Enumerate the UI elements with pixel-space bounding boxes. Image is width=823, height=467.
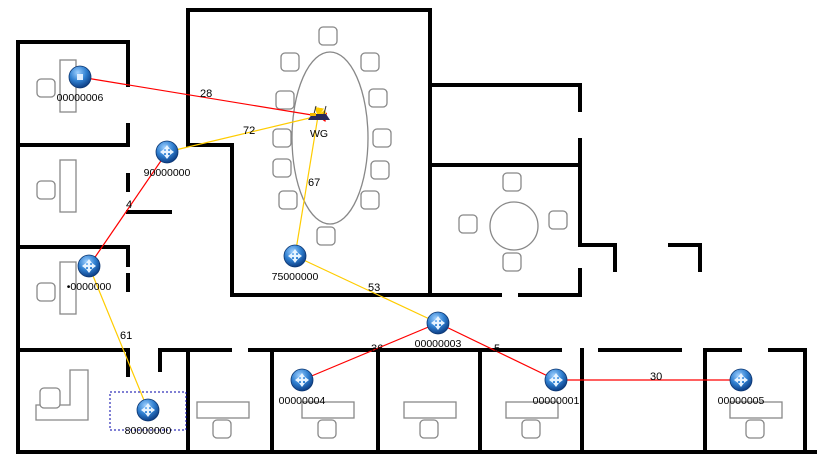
- node-label: 90000000: [144, 167, 191, 179]
- node-move-icon: [426, 311, 450, 335]
- desk: [196, 401, 250, 419]
- chair: [419, 419, 439, 439]
- sensor-node[interactable]: 00000003: [415, 311, 462, 350]
- link-label: 28: [200, 88, 212, 100]
- chair: [521, 419, 541, 439]
- chair: [368, 88, 388, 108]
- node-label: 00000001: [533, 395, 580, 407]
- link-label: 61: [120, 330, 132, 342]
- link-label: 4: [126, 199, 132, 211]
- link-line[interactable]: [88, 142, 176, 267]
- sensor-node[interactable]: 80000000: [109, 391, 187, 437]
- link-label: 36: [371, 343, 383, 355]
- chair: [316, 226, 336, 246]
- desk: [59, 261, 77, 315]
- node-label: 00000006: [57, 92, 104, 104]
- node-label: 75000000: [272, 271, 319, 283]
- link-line[interactable]: [291, 106, 325, 258]
- sensor-node[interactable]: 00000001: [533, 368, 580, 407]
- desk: [301, 401, 355, 419]
- chair: [360, 52, 380, 72]
- selection-box: [109, 391, 187, 431]
- link-line[interactable]: [293, 255, 448, 331]
- node-move-icon: [283, 244, 307, 268]
- chair: [36, 78, 56, 98]
- link-label: 67: [308, 177, 320, 189]
- link-line[interactable]: [300, 315, 448, 382]
- chair: [272, 128, 292, 148]
- sensor-node[interactable]: 00000006: [57, 65, 104, 104]
- chair: [548, 210, 568, 230]
- node-label: WG: [310, 128, 328, 140]
- chair: [745, 419, 765, 439]
- node-stop-icon: [68, 65, 92, 89]
- desk: [59, 159, 77, 213]
- node-label: 80000000: [125, 425, 172, 437]
- chair: [278, 190, 298, 210]
- desk: [403, 401, 457, 419]
- chair: [360, 190, 380, 210]
- link-label: 53: [368, 282, 380, 294]
- link-label: 5: [494, 343, 500, 355]
- desk: [505, 401, 559, 419]
- gateway-node[interactable]: WG: [308, 105, 330, 140]
- chair: [275, 90, 295, 110]
- node-move-icon: [77, 254, 101, 278]
- node-move-icon: [290, 368, 314, 392]
- sensor-node[interactable]: 00000005: [718, 368, 765, 407]
- chair: [272, 158, 292, 178]
- node-move-icon: [155, 140, 179, 164]
- node-label: 00000003: [415, 338, 462, 350]
- node-label: •0000000: [67, 281, 112, 293]
- node-move-icon: [729, 368, 753, 392]
- links: 28 72 67 4 61 53 36 5 30: [78, 73, 743, 420]
- chair: [502, 172, 522, 192]
- chair: [372, 128, 392, 148]
- link-label: 30: [650, 371, 662, 383]
- chair: [502, 252, 522, 272]
- chair: [212, 419, 232, 439]
- node-move-icon: [544, 368, 568, 392]
- desk: [729, 401, 783, 419]
- sensor-node[interactable]: 75000000: [272, 244, 319, 283]
- link-line[interactable]: [428, 315, 558, 381]
- chair: [36, 180, 56, 200]
- node-label: 00000005: [718, 395, 765, 407]
- chair: [317, 419, 337, 439]
- node-move-icon: [136, 398, 160, 422]
- nodes: WG 00000006 90000000 •0000000 75000000 000000…: [57, 65, 765, 437]
- router-icon: [308, 105, 330, 120]
- chair: [280, 52, 300, 72]
- sensor-node[interactable]: 90000000: [144, 140, 191, 179]
- sensor-node[interactable]: 00000004: [279, 368, 326, 407]
- chair: [370, 160, 390, 180]
- chair: [36, 282, 56, 302]
- chair: [318, 26, 338, 46]
- link-line[interactable]: [87, 264, 156, 420]
- sensor-node[interactable]: •0000000: [67, 254, 112, 293]
- chair: [458, 214, 478, 234]
- link-label: 72: [243, 125, 255, 137]
- node-label: 00000004: [279, 395, 326, 407]
